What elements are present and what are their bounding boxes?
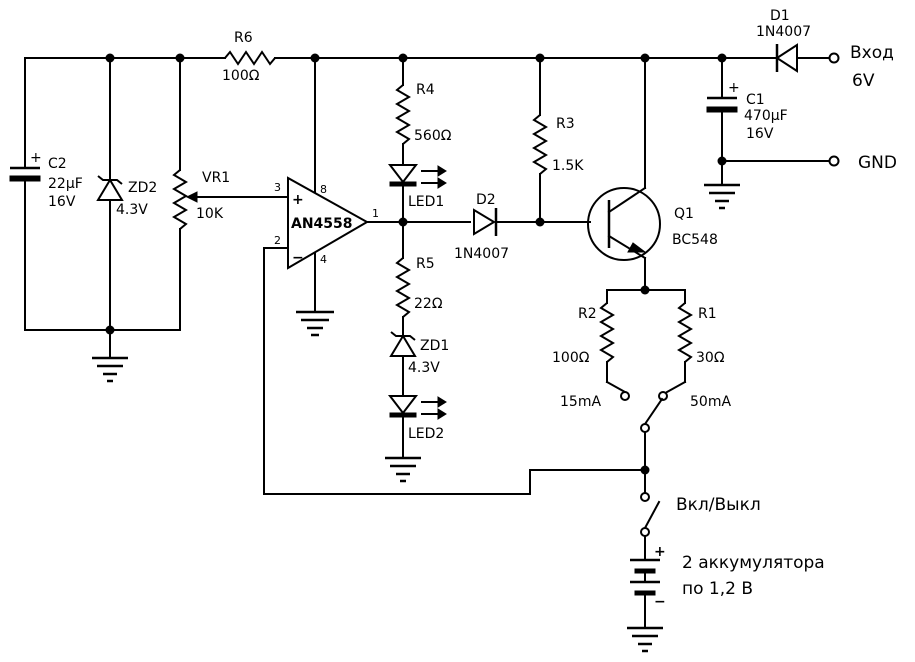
- r2-value-label: 100Ω: [552, 350, 590, 366]
- potentiometer-vr1: [172, 169, 188, 230]
- zd2-name-label: ZD2: [128, 180, 157, 196]
- q1-name-label: Q1: [674, 206, 694, 222]
- r6-value-label: 100Ω: [222, 68, 260, 84]
- c1-voltage-label: 16V: [746, 126, 774, 142]
- c2-voltage-label: 16V: [48, 194, 76, 210]
- r5-name-label: R5: [416, 256, 435, 272]
- resistor-r6: [224, 50, 276, 66]
- zener-zd2-triangle: [96, 178, 124, 201]
- switch-15ma-label: 15mA: [560, 394, 601, 410]
- selector-switch-lever: [643, 397, 664, 426]
- r4-name-label: R4: [416, 82, 435, 98]
- opamp-an4558: [287, 176, 370, 270]
- wire-r2-contact: [605, 380, 627, 394]
- onoff-switch-label: Вкл/Выкл: [676, 495, 761, 515]
- zd1-name-label: ZD1: [420, 338, 449, 354]
- onoff-switch-contact: [640, 492, 650, 502]
- resistor-r4: [395, 84, 411, 145]
- battery-minus-sign: −: [654, 594, 666, 610]
- r6-name-label: R6: [234, 30, 253, 46]
- gnd-terminal: [828, 155, 840, 167]
- opamp-plus-sign: +: [292, 192, 304, 208]
- c2-name-label: C2: [48, 156, 67, 172]
- input-voltage-label: 6V: [852, 71, 875, 91]
- vr1-name-label: VR1: [202, 170, 230, 186]
- onoff-switch-pivot: [640, 527, 650, 537]
- zd2-value-label: 4.3V: [116, 202, 148, 218]
- r1-value-label: 30Ω: [696, 350, 725, 366]
- opamp-pin1-label: 1: [372, 207, 379, 220]
- ground-symbol-c1: [704, 183, 740, 210]
- c1-plus-sign: +: [728, 80, 740, 96]
- zener-zd1-triangle: [389, 334, 417, 357]
- battery-label-line1: 2 аккумулятора: [682, 553, 825, 573]
- led1-light-arrows: [421, 165, 447, 189]
- transistor-q1-arrow: [627, 242, 647, 253]
- transistor-q1-body: [587, 187, 661, 261]
- led-led2-triangle: [387, 395, 419, 415]
- opamp-minus-sign: −: [292, 250, 304, 266]
- r4-value-label: 560Ω: [414, 128, 452, 144]
- switch-50ma-label: 50mA: [690, 394, 731, 410]
- opamp-pin3-label: 3: [274, 181, 281, 194]
- r3-value-label: 1.5K: [552, 158, 584, 174]
- transistor-q1-emitter: [607, 234, 647, 260]
- ground-symbol-battery: [627, 626, 663, 653]
- input-terminal: [828, 52, 840, 64]
- resistor-r2: [599, 302, 615, 363]
- diode-d1-triangle: [775, 43, 798, 73]
- ground-symbol-opamp: [296, 310, 334, 337]
- battery-label-line2: по 1,2 В: [682, 579, 753, 599]
- d2-value-label: 1N4007: [454, 246, 509, 262]
- opamp-pin8-label: 8: [320, 183, 327, 196]
- d1-name-label: D1: [770, 8, 790, 24]
- c2-plus-sign: +: [30, 150, 42, 166]
- battery-plus-sign: +: [654, 544, 666, 560]
- resistor-r1: [677, 302, 693, 363]
- transistor-q1-collector: [607, 186, 647, 214]
- gnd-label: GND: [858, 153, 897, 173]
- opamp-pin2-label: 2: [274, 234, 281, 247]
- onoff-switch-lever: [643, 500, 661, 530]
- ground-symbol-led2: [385, 456, 421, 483]
- c1-name-label: C1: [746, 92, 765, 108]
- diode-d2-triangle: [473, 208, 496, 236]
- wire-r1-contact: [665, 380, 687, 394]
- c1-value-label: 470µF: [744, 108, 788, 124]
- q1-value-label: BC548: [672, 232, 718, 248]
- switch-contact-15ma: [620, 391, 630, 401]
- opamp-pin4-label: 4: [320, 253, 327, 266]
- d1-value-label: 1N4007: [756, 24, 811, 40]
- r3-name-label: R3: [556, 116, 575, 132]
- potentiometer-vr1-arrow: [185, 191, 198, 203]
- led-led1-triangle: [387, 164, 419, 184]
- resistor-r5: [395, 257, 411, 318]
- led1-name-label: LED1: [408, 194, 444, 210]
- switch-contact-50ma: [658, 391, 668, 401]
- led2-light-arrows: [421, 396, 447, 420]
- resistor-r3: [532, 114, 548, 175]
- ground-symbol-left: [92, 356, 128, 383]
- led2-name-label: LED2: [408, 426, 444, 442]
- input-label: Вход: [850, 43, 894, 63]
- zd1-value-label: 4.3V: [408, 360, 440, 376]
- r5-value-label: 22Ω: [414, 296, 443, 312]
- vr1-value-label: 10K: [196, 206, 224, 222]
- d2-name-label: D2: [476, 192, 496, 208]
- r2-name-label: R2: [578, 306, 597, 322]
- selector-switch-pivot: [640, 423, 650, 433]
- battery-symbol: [630, 558, 660, 596]
- c2-value-label: 22µF: [48, 176, 83, 192]
- opamp-name-label: AN4558: [291, 216, 353, 232]
- r1-name-label: R1: [698, 306, 717, 322]
